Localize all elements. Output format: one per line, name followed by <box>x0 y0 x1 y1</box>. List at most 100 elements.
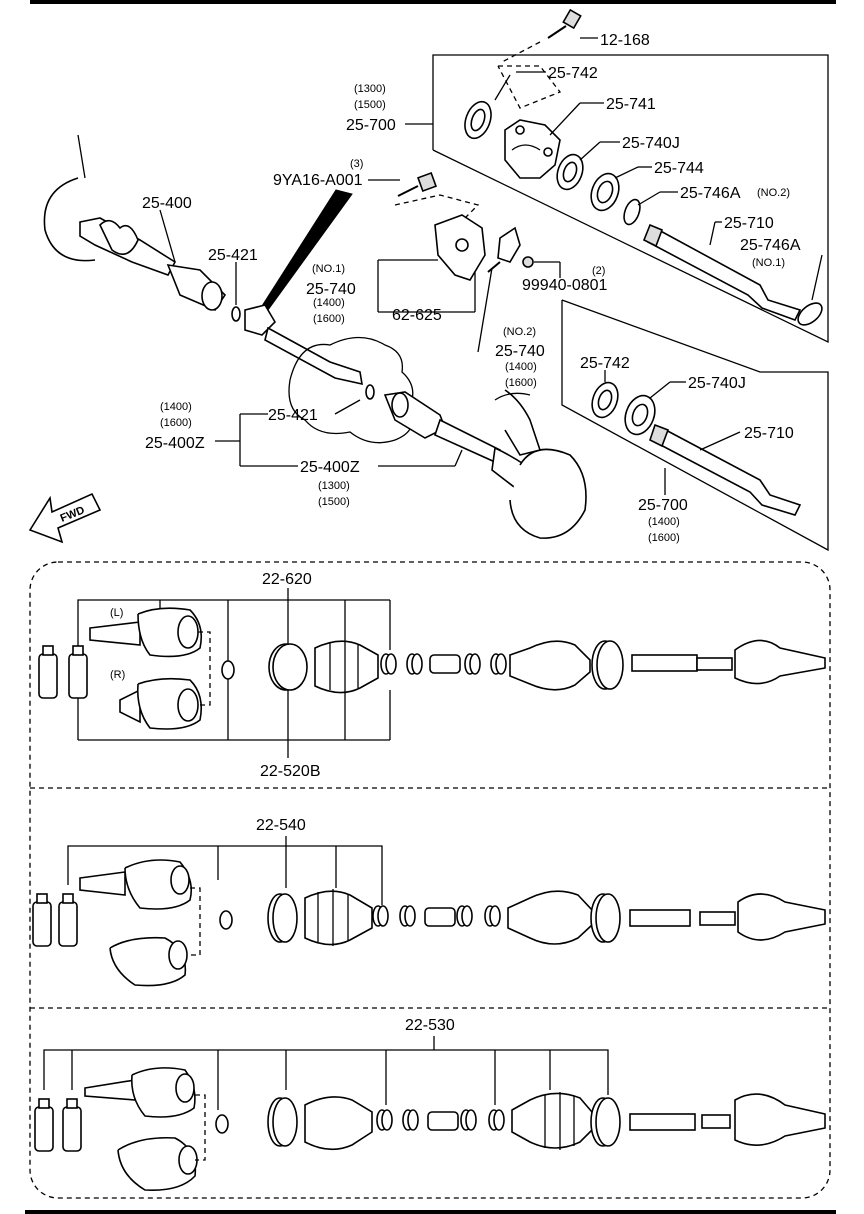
circlip-25-421-b <box>365 384 375 400</box>
label-22-620: 22-620 <box>262 571 312 588</box>
bolt-9ya16-a001 <box>397 172 437 197</box>
inner-joint-row2 <box>109 936 188 987</box>
label-25-700-bot: 25-700 <box>638 497 688 514</box>
bearing-support-25-741 <box>504 119 561 179</box>
snap-ring-25-746a-no2 <box>623 198 641 226</box>
label-25-400z-b: 25-400Z <box>300 459 360 476</box>
shaft-row1 <box>631 639 826 685</box>
bolt-12-168 <box>501 8 582 63</box>
label-22-530: 22-530 <box>405 1017 455 1034</box>
grease-tube-3a <box>34 1098 54 1152</box>
label-1300-b: (1300) <box>318 480 350 492</box>
label-25-400z-a: 25-400Z <box>145 435 205 452</box>
label-62-625: 62-625 <box>392 307 442 324</box>
label-25-740-no1: 25-740 <box>306 281 356 298</box>
inner-joint-right <box>119 677 203 730</box>
shaft-25-710-top <box>642 223 802 321</box>
circlip-25-421-a <box>231 306 241 322</box>
label-25-421-a: 25-421 <box>208 247 258 264</box>
label-1500-b: (1500) <box>318 496 350 508</box>
band-row1-a <box>268 643 308 691</box>
label-25-421-b: 25-421 <box>268 407 318 424</box>
bearing-kit-box-1300 <box>432 54 829 344</box>
label-99940-0801: 99940-0801 <box>522 277 608 294</box>
band-row1-b <box>380 653 397 675</box>
label-1400-d: (1400) <box>648 516 680 528</box>
label-25-746a-no2: 25-746A <box>680 185 741 202</box>
label-1500-a: (1500) <box>354 99 386 111</box>
bearing-25-740j-bot <box>624 394 656 436</box>
label-22-540: 22-540 <box>256 817 306 834</box>
outer-joint-row2 <box>79 859 193 910</box>
band-row3-c <box>402 1109 419 1131</box>
label-25-740j-top: 25-740J <box>622 135 680 152</box>
inner-joint-row3 <box>117 1136 198 1192</box>
outer-joint-left <box>89 607 203 658</box>
band-row3-f <box>590 1097 621 1147</box>
band-row2-c <box>399 905 416 927</box>
label-25-710-bot: 25-710 <box>744 425 794 442</box>
spacer-row3 <box>427 1111 459 1131</box>
band-row2-f <box>590 893 621 943</box>
label-25-400: 25-400 <box>142 195 192 212</box>
band-row3-b <box>376 1109 393 1131</box>
label-no1-b: (NO.1) <box>312 263 345 275</box>
grease-tube-1b <box>68 645 88 699</box>
grease-tube-2a <box>32 893 52 947</box>
label-1600-b: (1600) <box>505 377 537 389</box>
label-1400-c: (1400) <box>160 401 192 413</box>
grease-tube-1a <box>38 645 58 699</box>
band-row2-b <box>372 905 389 927</box>
label-9ya16-a001: 9YA16-A001 <box>273 172 363 189</box>
band-row2-e <box>484 905 501 927</box>
shaft-25-710-bot <box>649 423 802 516</box>
grease-tube-2b <box>58 893 78 947</box>
repair-kits-box <box>29 561 831 1199</box>
snap-ring-25-746a-no1 <box>797 302 823 326</box>
label-1300-a: (1300) <box>354 83 386 95</box>
intermediate-shaft <box>264 326 363 386</box>
label-no2-a: (NO.2) <box>757 187 790 199</box>
band-row1-f <box>591 640 624 690</box>
oil-seal-25-742-bot <box>591 381 619 419</box>
clip-nut-99940 <box>487 226 534 273</box>
label-side-l: (L) <box>110 607 123 619</box>
boot-row2-a <box>304 889 373 946</box>
outer-joint-row3 <box>84 1067 196 1118</box>
bearing-kit-box-1400 <box>561 299 829 552</box>
band-row2-d <box>456 905 473 927</box>
label-qty-3: (3) <box>350 158 363 170</box>
label-25-746a-no1: 25-746A <box>740 237 801 254</box>
label-1600-d: (1600) <box>648 532 680 544</box>
band-row3-e <box>488 1109 505 1131</box>
fwd-arrow-icon: FWD <box>28 492 102 544</box>
circlip-row1 <box>221 660 235 680</box>
band-row2-a <box>267 893 298 943</box>
band-row1-e <box>490 653 507 675</box>
spacer-row2 <box>424 907 456 927</box>
oil-seal-25-742 <box>464 100 492 140</box>
label-1400-b: (1400) <box>505 361 537 373</box>
bearing-25-740j-top <box>556 153 584 191</box>
label-12-168: 12-168 <box>600 32 650 49</box>
label-22-520b: 22-520B <box>260 763 321 780</box>
band-row1-c <box>406 653 423 675</box>
wheel-hub-left <box>43 134 96 262</box>
boot-row3-a <box>304 1096 373 1151</box>
label-1400-a: (1400) <box>313 297 345 309</box>
circlip-row2 <box>219 910 233 930</box>
grease-tube-3b <box>62 1098 82 1152</box>
label-side-r: (R) <box>110 669 125 681</box>
label-no1-a: (NO.1) <box>752 257 785 269</box>
label-25-742-top: 25-742 <box>548 65 598 82</box>
bearing-25-744 <box>590 172 620 212</box>
spacer-row1 <box>429 654 461 674</box>
wheel-hub-right <box>494 389 587 539</box>
label-25-741: 25-741 <box>606 96 656 113</box>
label-25-740-no2: 25-740 <box>495 343 545 360</box>
label-qty-2: (2) <box>592 265 605 277</box>
boot-row3-b <box>511 1092 593 1150</box>
label-25-742-bot: 25-742 <box>580 355 630 372</box>
boot-row1-a <box>314 640 379 694</box>
